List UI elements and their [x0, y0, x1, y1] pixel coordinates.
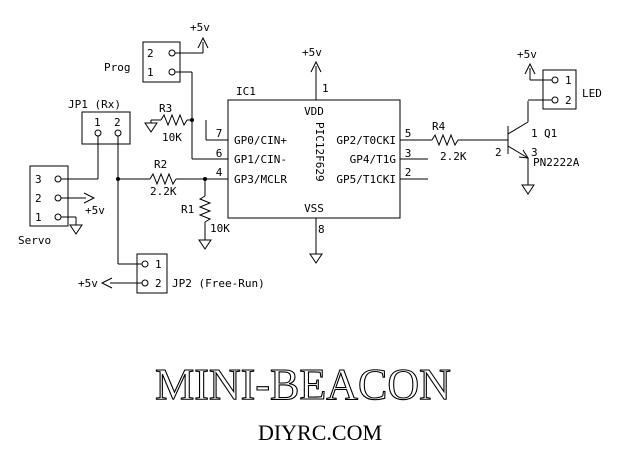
jp2-supply-label: +5v [78, 277, 98, 290]
servo-supply-arrow [83, 192, 96, 204]
r3-ref: R3 [159, 102, 172, 115]
r3-resistor [160, 113, 188, 127]
servo-pin2 [54, 194, 62, 202]
ic1-pin8-num: 8 [318, 223, 325, 236]
prog-connector [142, 41, 181, 83]
q1-collector [507, 121, 529, 135]
jp1-pin2-num: 2 [114, 116, 121, 129]
ic1-part-label: PIC12F629 [313, 122, 326, 182]
led-pin1-num: 1 [565, 74, 572, 87]
ic1-pin4-num: 4 [216, 166, 223, 179]
servo-ground-icon [69, 224, 83, 235]
ic1-vdd-supply: +5v [302, 46, 322, 59]
jp1-label: JP1 (Rx) [68, 98, 121, 111]
prog-supply-arrow [197, 36, 209, 49]
ic1-pin6-name: GP1/CIN- [234, 153, 287, 166]
ic1-body [227, 99, 401, 219]
ic1-pin1-num: 1 [322, 82, 329, 95]
r1-value: 10K [210, 222, 230, 235]
led-supply-arrow [524, 62, 536, 75]
r3-ground-icon [144, 122, 158, 133]
r4-resistor [431, 133, 459, 147]
jp1-pin1-num: 1 [94, 116, 101, 129]
q1-ground-icon [521, 184, 535, 195]
q1-part: PN2222A [533, 156, 580, 169]
prog-pin2 [168, 49, 176, 57]
jp2-connector [136, 253, 168, 294]
ic1-ref: IC1 [236, 85, 256, 98]
jp2-pin1-num: 1 [155, 258, 162, 271]
r1-ref: R1 [181, 203, 194, 216]
jp2-supply-arrow [100, 277, 113, 289]
prog-pin1 [168, 68, 176, 76]
q1-emitter [507, 145, 529, 159]
prog-pin2-num: 2 [147, 47, 154, 60]
r4-ref: R4 [432, 120, 446, 133]
ic1-pin3-num: 3 [405, 147, 412, 160]
servo-pin1-num: 1 [35, 211, 42, 224]
led-supply-label: +5v [517, 48, 537, 61]
servo-pin3 [54, 175, 62, 183]
servo-pin2-num: 2 [35, 192, 42, 205]
ic1-vdd-label: VDD [304, 105, 324, 118]
jp2-label: JP2 (Free-Run) [172, 277, 265, 290]
ic1-vdd-arrow [310, 60, 322, 73]
servo-connector [29, 165, 69, 227]
jp1-connector [81, 111, 131, 145]
r2-value: 2.2K [150, 185, 177, 198]
led-pin2-num: 2 [565, 94, 572, 107]
r1-resistor [198, 195, 212, 223]
prog-pin1-num: 1 [147, 66, 154, 79]
jp2-pin2-num: 2 [155, 277, 162, 290]
r2-junction-left [116, 177, 120, 181]
ic1-ground-icon [309, 253, 323, 264]
page-subtitle: DIYRC.COM [258, 420, 382, 445]
servo-pin3-num: 3 [35, 173, 42, 186]
ic1-pin5-name: GP2/T0CKI [336, 134, 396, 147]
prog-supply-label: +5v [190, 21, 210, 34]
ic1-pin6-num: 6 [216, 147, 223, 160]
ic1-pin2-num: 2 [405, 166, 412, 179]
ic1-vss-label: VSS [304, 202, 324, 215]
r2-ref: R2 [154, 158, 167, 171]
ic1-pin7-num: 7 [216, 127, 223, 140]
jp2-pin2 [141, 279, 149, 287]
r3-value: 10K [162, 131, 182, 144]
ic1-pin2-name: GP5/T1CKI [336, 173, 396, 186]
ic1-pin3-name: GP4/T1G [350, 153, 396, 166]
r2-resistor [149, 172, 177, 186]
led-pin1 [551, 76, 559, 84]
r3-junction [190, 118, 194, 122]
ic1-pin5-num: 5 [405, 127, 412, 140]
servo-pin1 [54, 213, 62, 221]
q1-pin2-num: 2 [495, 146, 502, 159]
jp2-pin1 [141, 260, 149, 268]
q1-pin1-num: 1 [531, 127, 538, 140]
ic1-pin4-name: GP3/MCLR [234, 173, 287, 186]
jp1-pin2 [114, 129, 122, 137]
q1-pin3-num: 3 [531, 146, 538, 159]
servo-supply-label: +5v [85, 204, 105, 217]
q1-ref: Q1 [544, 127, 557, 140]
r1-ground-icon [198, 239, 212, 250]
servo-label: Servo [18, 234, 51, 247]
r4-value: 2.2K [440, 150, 467, 163]
ic1-pin7-name: GP0/CIN+ [234, 134, 287, 147]
led-pin2 [551, 96, 559, 104]
page-title: MINI-BEACON [155, 360, 451, 409]
led-connector [542, 69, 577, 110]
led-label: LED [582, 87, 602, 100]
jp1-pin1 [94, 129, 102, 137]
prog-label: Prog [104, 61, 131, 74]
